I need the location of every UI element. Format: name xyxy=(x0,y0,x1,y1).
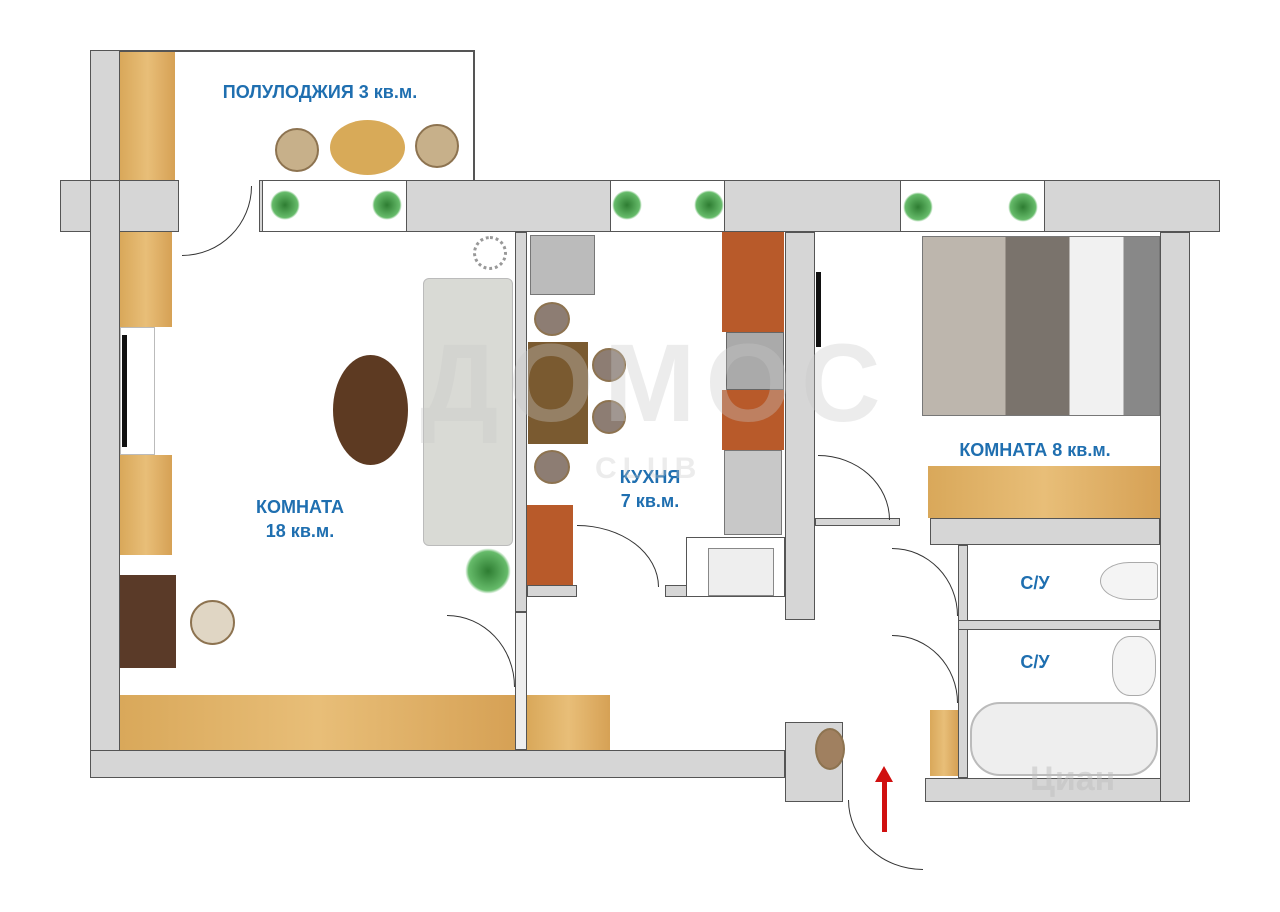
chair xyxy=(592,348,626,382)
wardrobe xyxy=(120,232,172,327)
living-room-name: КОМНАТА xyxy=(256,497,344,517)
cabinet xyxy=(930,710,958,776)
kitchen-label: КУХНЯ 7 кв.м. xyxy=(590,465,710,513)
loggia-chair xyxy=(275,128,319,172)
bathroom1-label: С/У xyxy=(1020,573,1050,593)
washing-machine xyxy=(708,548,774,596)
loggia-left-wall xyxy=(90,50,120,190)
wardrobe xyxy=(928,466,1160,518)
loggia-chair xyxy=(415,124,459,168)
balcony-door-opening xyxy=(178,180,260,232)
kitchen-door[interactable] xyxy=(577,525,659,587)
entrance-arrow-head xyxy=(875,766,893,782)
partition-living-kitchen xyxy=(515,232,527,612)
bedroom-door[interactable] xyxy=(818,455,890,520)
kitchen-name: КУХНЯ xyxy=(619,467,681,487)
office-chair xyxy=(190,600,235,645)
partition-living-corridor xyxy=(515,612,527,750)
bottom-wall-entrance-right xyxy=(925,778,1190,802)
wardrobe xyxy=(120,455,172,555)
brand-watermark: ДОМОС xyxy=(420,322,891,445)
stove xyxy=(726,332,784,390)
plant-icon xyxy=(612,190,642,220)
toilet xyxy=(1100,562,1158,600)
partition-bedroom-bottom xyxy=(930,518,1160,545)
loggia-label: ПОЛУЛОДЖИЯ 3 кв.м. xyxy=(222,82,418,102)
chair xyxy=(592,400,626,434)
plant-icon xyxy=(270,190,300,220)
bottom-wall xyxy=(90,750,785,778)
dining-table xyxy=(528,342,588,444)
bed xyxy=(922,236,1160,416)
pouf xyxy=(815,728,845,770)
shelf xyxy=(527,695,610,750)
loggia-wood-panel xyxy=(120,52,175,180)
desk xyxy=(120,575,176,668)
washbasin xyxy=(1112,636,1156,696)
tv xyxy=(122,335,127,447)
tv-stand xyxy=(120,327,155,455)
fridge xyxy=(530,235,595,295)
brand-watermark-sub: CLUB xyxy=(595,452,703,485)
loggia-table xyxy=(330,120,405,175)
partition-kitchen-corridor xyxy=(785,232,815,620)
chair xyxy=(534,450,570,484)
partition-kitchen-bottom xyxy=(527,585,577,597)
bedroom-label: КОМНАТА 8 кв.м. xyxy=(959,440,1111,460)
living-room-area: 18 кв.м. xyxy=(265,521,335,541)
living-room-door[interactable] xyxy=(447,615,515,687)
counter xyxy=(722,390,784,450)
sofa xyxy=(423,278,513,546)
source-watermark: Циан xyxy=(1030,760,1116,798)
plant-icon xyxy=(694,190,724,220)
balcony-door[interactable] xyxy=(182,186,252,256)
partition-bathroom-divider xyxy=(958,620,1160,630)
bathroom-door[interactable] xyxy=(892,635,958,703)
entrance-arrow-shaft xyxy=(882,780,887,832)
plant-icon xyxy=(465,548,511,594)
living-room-label: КОМНАТА 18 кв.м. xyxy=(210,495,390,543)
kitchen-area: 7 кв.м. xyxy=(620,491,680,511)
right-wall xyxy=(1160,232,1190,802)
sink xyxy=(724,450,782,535)
counter xyxy=(527,505,573,585)
shelf xyxy=(120,695,515,750)
bathroom2-label: С/У xyxy=(1020,652,1050,672)
plant-icon xyxy=(1008,192,1038,222)
chair xyxy=(534,302,570,336)
bathroom-door[interactable] xyxy=(892,548,958,616)
fan-icon xyxy=(473,236,507,270)
plant-icon xyxy=(903,192,933,222)
coffee-table xyxy=(333,355,408,465)
left-wall xyxy=(90,180,120,778)
partition-bathrooms xyxy=(958,545,968,778)
plant-icon xyxy=(372,190,402,220)
tv xyxy=(816,272,821,347)
bathtub xyxy=(970,702,1158,776)
counter xyxy=(722,232,784,332)
